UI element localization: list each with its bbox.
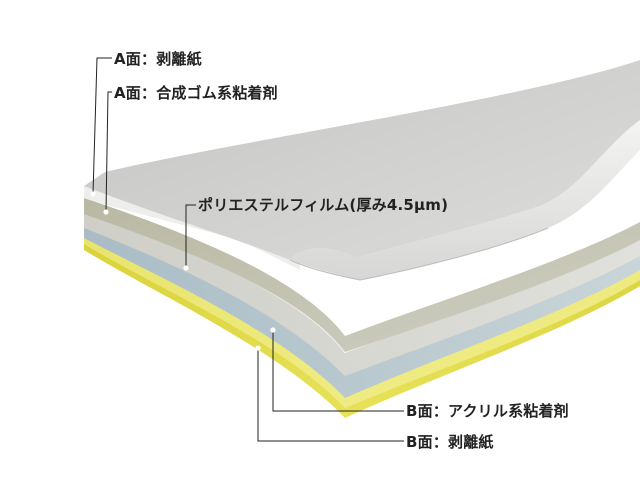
polyester-film-layer xyxy=(84,212,640,376)
label-polyester-film: ポリエステルフィルム(厚み4.5μm) xyxy=(198,196,449,214)
dot-film xyxy=(183,265,189,271)
a-rubber-adhesive-layer xyxy=(84,198,640,352)
peeled-liner-curl xyxy=(290,120,640,280)
curl-edge-line xyxy=(289,227,549,281)
leader-dots xyxy=(90,191,276,351)
dot-b-release xyxy=(255,345,261,351)
leader-a-release xyxy=(92,57,112,195)
leader-b-adhesive xyxy=(272,330,404,412)
a-release-liner-top xyxy=(84,60,640,260)
label-a-release-liner: A面：剥離紙 xyxy=(114,50,202,68)
dot-a-adhesive xyxy=(103,209,109,215)
leader-lines xyxy=(92,57,404,442)
dot-b-adhesive xyxy=(270,327,276,333)
label-b-acrylic-adhesive: B面：アクリル系粘着剤 xyxy=(406,402,569,420)
leader-b-release xyxy=(257,348,404,442)
dot-a-release xyxy=(90,191,96,197)
label-a-rubber-adhesive: A面：合成ゴム系粘着剤 xyxy=(114,84,278,102)
label-b-release-liner: B面：剥離紙 xyxy=(406,433,494,451)
a-release-liner-edge xyxy=(84,186,300,270)
leader-a-adhesive xyxy=(105,91,112,213)
leader-film xyxy=(185,204,196,268)
b-acrylic-adhesive-layer xyxy=(84,226,640,398)
